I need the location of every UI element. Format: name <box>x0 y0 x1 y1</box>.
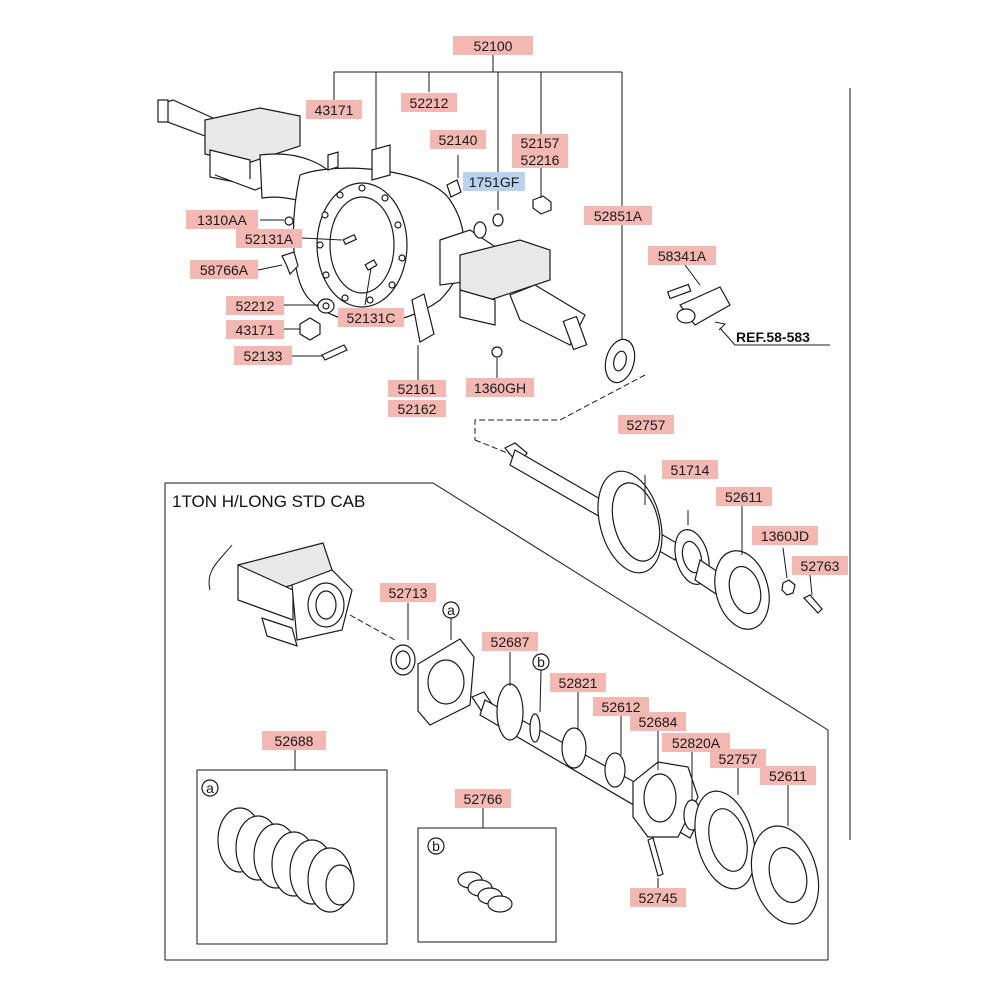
label-52687[interactable]: 52687 <box>491 634 530 650</box>
label-52821[interactable]: 52821 <box>559 675 598 691</box>
label-52757-top[interactable]: 52757 <box>627 417 666 433</box>
label-52140[interactable]: 52140 <box>439 132 478 148</box>
lower-section-frame <box>164 482 829 961</box>
label-43171-top[interactable]: 43171 <box>315 102 354 118</box>
label-1751GF[interactable]: 1751GF <box>469 174 520 190</box>
label-52766[interactable]: 52766 <box>464 791 503 807</box>
label-1360JD[interactable]: 1360JD <box>761 528 809 544</box>
label-52611-bot[interactable]: 52611 <box>769 768 807 784</box>
label-52763[interactable]: 52763 <box>801 558 840 574</box>
label-51714[interactable]: 51714 <box>671 462 710 478</box>
label-52161[interactable]: 52161 <box>398 381 437 397</box>
kit-box-52766[interactable] <box>417 808 557 943</box>
label-1360GH[interactable]: 1360GH <box>474 380 526 396</box>
reference-label[interactable]: REF.58-583 <box>736 329 810 345</box>
label-52757-bot[interactable]: 52757 <box>719 751 758 767</box>
label-52131A[interactable]: 52131A <box>245 231 294 247</box>
label-52611-top[interactable]: 52611 <box>725 489 763 505</box>
label-52612[interactable]: 52612 <box>602 699 641 715</box>
upper-axle-shaft-set[interactable] <box>504 442 823 635</box>
callout-b: b <box>537 654 545 670</box>
spring-pack <box>457 871 513 913</box>
callout-a: a <box>447 602 455 618</box>
label-43171-left[interactable]: 43171 <box>236 322 275 338</box>
label-52851A[interactable]: 52851A <box>594 208 643 224</box>
label-52713[interactable]: 52713 <box>389 585 428 601</box>
label-52212-top[interactable]: 52212 <box>410 95 449 111</box>
lower-shaft-set[interactable] <box>349 603 829 932</box>
part-labels: 52100 43171 52212 52140 52157 52216 1751… <box>172 36 848 907</box>
section-title: 1TON H/LONG STD CAB <box>172 492 365 511</box>
label-1310AA[interactable]: 1310AA <box>197 212 247 228</box>
housing-to-shaft-dashed <box>474 374 646 440</box>
label-52133[interactable]: 52133 <box>244 348 283 364</box>
axle-housing-assembly[interactable] <box>157 99 588 351</box>
carrier-bolt-holes <box>316 184 406 304</box>
label-52212-left[interactable]: 52212 <box>236 298 275 314</box>
label-58341A[interactable]: 58341A <box>658 248 707 264</box>
box-b-marker: b <box>432 838 440 854</box>
label-52131C[interactable]: 52131C <box>346 310 395 326</box>
upper-small-parts <box>257 155 830 384</box>
friction-plate-stack <box>217 807 355 913</box>
label-52745[interactable]: 52745 <box>639 890 678 906</box>
label-52162[interactable]: 52162 <box>398 401 437 417</box>
label-52684[interactable]: 52684 <box>639 714 678 730</box>
box-a-marker: a <box>206 780 214 796</box>
label-52100[interactable]: 52100 <box>474 38 513 54</box>
label-58766A[interactable]: 58766A <box>200 262 249 278</box>
label-52688[interactable]: 52688 <box>275 733 314 749</box>
label-52157[interactable]: 52157 <box>521 135 560 151</box>
label-52820A[interactable]: 52820A <box>672 735 721 751</box>
kit-box-52688[interactable] <box>196 750 388 945</box>
lower-axle-housing[interactable] <box>208 542 353 647</box>
main-part-leader-tree <box>333 55 851 840</box>
label-52216[interactable]: 52216 <box>521 152 560 168</box>
